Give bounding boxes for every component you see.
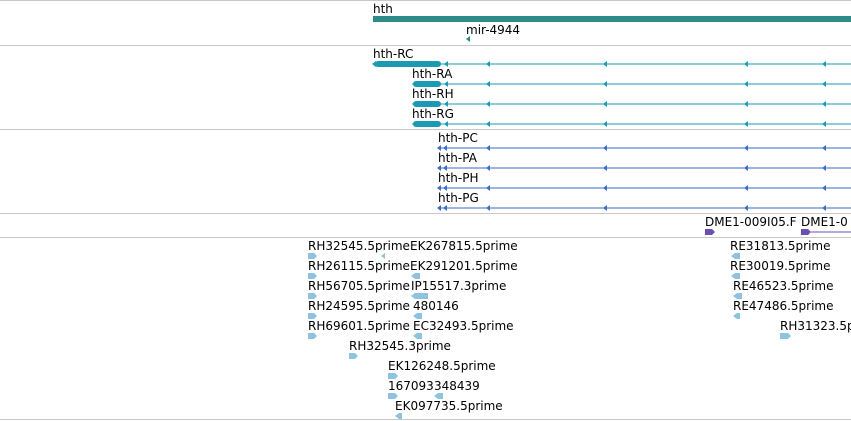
protein-label-hth-PG: hth-PG [438,191,479,205]
est-label: RE47486.5prime [733,299,834,313]
est-label: IP15517.3prime [411,279,507,293]
marker-DME1-009I05-glyph[interactable] [705,229,715,235]
protein-label-hth-PA: hth-PA [438,151,477,165]
est-glyph[interactable] [308,273,317,279]
est-label: RH31323.5p [780,319,851,333]
track-separator [0,129,851,130]
transcript-hth-RC-glyph[interactable] [372,61,851,67]
est-glyph[interactable] [308,253,317,259]
transcript-label-hth-RA: hth-RA [412,67,453,81]
track-separator [0,45,851,46]
track-separator [0,237,851,238]
est-glyph[interactable] [388,393,398,399]
protein-hth-PH-glyph[interactable] [437,185,851,191]
track-separator [0,419,851,420]
est-label: RH32545.3prime [349,339,451,353]
est-glyph[interactable] [434,393,443,399]
gene-label-hth: hth [373,2,393,16]
transcript-label-hth-RG: hth-RG [412,107,454,121]
est-glyph[interactable] [411,273,420,279]
transcript-hth-RG-glyph[interactable] [412,121,851,127]
est-glyph[interactable] [381,253,385,259]
track-separator [0,0,851,1]
est-label: RE31813.5prime [730,239,831,253]
est-label: RH24595.5prime [308,299,410,313]
est-label: 167093 [388,379,434,393]
est-label: EK097735.5prime [395,399,503,413]
est-glyph[interactable] [308,313,317,319]
est-label: EC32493.5prime [413,319,514,333]
est-label: EK291201.5prime [410,259,518,273]
est-glyph[interactable] [733,313,740,319]
gene-hth-glyph[interactable] [373,16,851,22]
protein-label-hth-PC: hth-PC [438,131,478,145]
marker-label: DME1-0 [801,215,848,229]
est-glyph[interactable] [411,293,428,299]
protein-hth-PA-glyph[interactable] [437,165,851,171]
est-glyph[interactable] [308,293,317,299]
est-label: EK126248.5prime [388,359,496,373]
est-label: 480146 [413,299,459,313]
est-glyph[interactable] [388,373,398,379]
est-glyph[interactable] [413,313,422,319]
est-label: RE30019.5prime [730,259,831,273]
est-glyph[interactable] [349,353,358,359]
transcript-label-hth-RH: hth-RH [412,87,454,101]
protein-label-hth-PH: hth-PH [438,171,479,185]
est-glyph[interactable] [731,253,740,259]
transcript-hth-RA-glyph[interactable] [412,81,851,87]
est-label: RH69601.5prime [308,319,410,333]
est-label: 348439 [434,379,480,393]
est-glyph[interactable] [395,413,402,419]
marker-DME1-0-glyph[interactable] [801,229,851,235]
transcript-label-hth-RC: hth-RC [373,47,414,61]
est-label: RH26115.5prime [308,259,410,273]
est-label: RH56705.5prime [308,279,410,293]
mir-4944-glyph[interactable] [466,36,470,42]
est-label: RE46523.5prime [733,279,834,293]
est-label: EK267815.5prime [410,239,518,253]
protein-hth-PC-glyph[interactable] [437,145,851,151]
est-glyph[interactable] [413,333,422,339]
marker-label: DME1-009I05.F [705,215,797,229]
est-glyph[interactable] [308,333,317,339]
mirna-label-mir-4944: mir-4944 [466,23,521,37]
protein-hth-PG-glyph[interactable] [437,205,851,211]
est-glyph[interactable] [733,293,742,299]
transcript-hth-RH-glyph[interactable] [412,101,851,107]
est-glyph[interactable] [731,273,740,279]
est-label: RH32545.5prime [308,239,410,253]
track-separator [0,213,851,214]
est-glyph[interactable] [780,333,791,339]
